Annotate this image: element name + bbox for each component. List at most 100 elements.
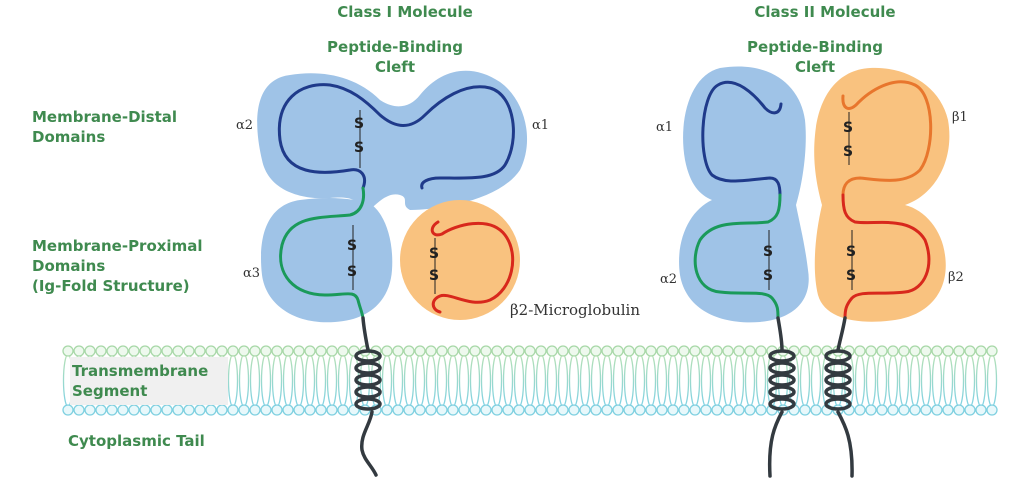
- lipid-tail: [898, 353, 910, 408]
- class1-alpha-distal-strand: [277, 83, 515, 190]
- lipid-tail: [414, 353, 426, 408]
- proximal-line3: (Ig-Fold Structure): [32, 277, 190, 295]
- lipid-head-top: [282, 345, 294, 357]
- lipid-head-bottom: [304, 404, 316, 416]
- lipid-head-top: [304, 345, 316, 357]
- lipid-head-bottom: [183, 404, 195, 416]
- lipid-head-bottom: [480, 404, 492, 416]
- lipid-head-bottom: [909, 404, 921, 416]
- lipid-head-bottom: [546, 404, 558, 416]
- lipid-head-bottom: [271, 404, 283, 416]
- class2-beta1-label: β1: [952, 110, 968, 125]
- lipid-head-top: [216, 345, 228, 357]
- class2-cleft-label: Peptide-Binding Cleft: [720, 37, 910, 77]
- lipid-head-bottom: [161, 404, 173, 416]
- transmembrane-label-box: [70, 357, 228, 405]
- lipid-tail: [733, 353, 745, 408]
- transmembrane-line2: Segment: [72, 382, 148, 400]
- lipid-head-top: [403, 345, 415, 357]
- lipid-tail: [601, 353, 613, 408]
- proximal-line1: Membrane-Proximal: [32, 237, 203, 255]
- lipid-head-bottom: [568, 404, 580, 416]
- lipid-head-top: [73, 345, 85, 357]
- lipid-head-top: [667, 345, 679, 357]
- lipid-head-bottom: [117, 404, 129, 416]
- lipid-head-bottom: [106, 404, 118, 416]
- lipid-tail: [931, 353, 943, 408]
- lipid-tail: [337, 353, 349, 408]
- class1-helix: [354, 349, 382, 411]
- class2-alpha2-disulfide-top: S: [763, 244, 773, 260]
- class2-alpha2-disulfide-bottom: S: [763, 268, 773, 284]
- transmembrane-label: Transmembrane Segment: [72, 361, 208, 401]
- lipid-head-top: [238, 345, 250, 357]
- lipid-head-bottom: [590, 404, 602, 416]
- lipid-head-top: [645, 345, 657, 357]
- lipid-tail: [909, 353, 921, 408]
- lipid-head-top: [106, 345, 118, 357]
- lipid-tail: [271, 353, 283, 408]
- lipid-head-top: [414, 345, 426, 357]
- lipid-head-top: [458, 345, 470, 357]
- lipid-head-top: [810, 345, 822, 357]
- lipid-head-top: [722, 345, 734, 357]
- lipid-head-top: [975, 345, 987, 357]
- lipid-head-bottom: [128, 404, 140, 416]
- lipid-head-bottom: [491, 404, 503, 416]
- class1-molecule: S S S S S S: [257, 70, 528, 477]
- lipid-head-top: [183, 345, 195, 357]
- class2-cleft-line2: Cleft: [794, 58, 836, 76]
- lipid-tail: [590, 353, 602, 408]
- lipid-head-bottom: [601, 404, 613, 416]
- lipid-tail: [656, 353, 668, 408]
- lipid-head-bottom: [315, 404, 327, 416]
- class2-alpha2-label: α2: [660, 272, 678, 287]
- lipid-head-bottom: [799, 404, 811, 416]
- lipid-bilayer: [62, 345, 998, 416]
- b2m-label-text: β2-Microglobulin: [510, 301, 640, 319]
- lipid-tail: [634, 353, 646, 408]
- class1-title: Class I Molecule: [337, 3, 473, 21]
- lipid-head-bottom: [238, 404, 250, 416]
- lipid-head-top: [436, 345, 448, 357]
- lipid-tail: [447, 353, 459, 408]
- class2-beta-tail: [836, 316, 854, 478]
- lipid-head-bottom: [436, 404, 448, 416]
- class1-alpha1-label: α1: [532, 118, 550, 133]
- lipid-head-bottom: [645, 404, 657, 416]
- lipid-head-top: [469, 345, 481, 357]
- lipid-head-bottom: [920, 404, 932, 416]
- lipid-head-top: [337, 345, 349, 357]
- lipid-tail: [304, 353, 316, 408]
- class2-alpha-chain-domain: [679, 66, 809, 323]
- lipid-head-top: [744, 345, 756, 357]
- class1-b2m-disulfide-top: S: [429, 246, 439, 262]
- lipid-head-top: [161, 345, 173, 357]
- class1-b2m-label: β2-Microglobulin: [510, 300, 640, 320]
- lipid-head-top: [249, 345, 261, 357]
- lipid-head-top: [557, 345, 569, 357]
- class2-beta1-strand: [841, 80, 933, 197]
- lipid-head-top: [799, 345, 811, 357]
- lipid-tail: [942, 353, 954, 408]
- class1-b2m-strand: [430, 220, 515, 314]
- lipid-head-bottom: [513, 404, 525, 416]
- lipid-head-bottom: [876, 404, 888, 416]
- lipid-tail: [810, 353, 822, 408]
- lipid-head-top: [326, 345, 338, 357]
- lipid-head-bottom: [150, 404, 162, 416]
- class1-alpha3-domain: [260, 197, 393, 323]
- class1-alpha3-label: α3: [243, 266, 261, 281]
- lipid-head-top: [293, 345, 305, 357]
- lipid-head-top: [612, 345, 624, 357]
- lipid-tail: [865, 353, 877, 408]
- lipid-head-top: [128, 345, 140, 357]
- lipid-head-bottom: [953, 404, 965, 416]
- lipid-tail: [986, 353, 998, 408]
- class2-beta2-strand: [841, 193, 931, 320]
- lipid-head-top: [260, 345, 272, 357]
- lipid-head-bottom: [656, 404, 668, 416]
- lipid-tail: [458, 353, 470, 408]
- lipid-head-top: [95, 345, 107, 357]
- lipid-head-bottom: [986, 404, 998, 416]
